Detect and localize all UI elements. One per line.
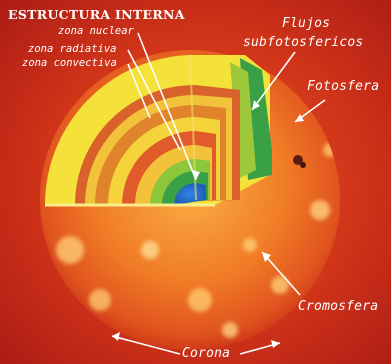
label-flujos: Flujos: [282, 17, 330, 30]
label-subfotosfericos: subfotosfericos: [243, 36, 363, 49]
label-zona-convectiva: zona convectiva: [22, 58, 117, 69]
label-cromosfera: Cromosfera: [298, 300, 378, 313]
label-fotosfera: Fotosfera: [307, 80, 379, 93]
label-corona: Corona: [182, 347, 230, 360]
diagram-title: ESTRUCTURA INTERNA: [8, 9, 185, 22]
label-zona-radiativa: zona radiativa: [28, 44, 117, 55]
label-zona-nuclear: zona nuclear: [58, 26, 134, 37]
